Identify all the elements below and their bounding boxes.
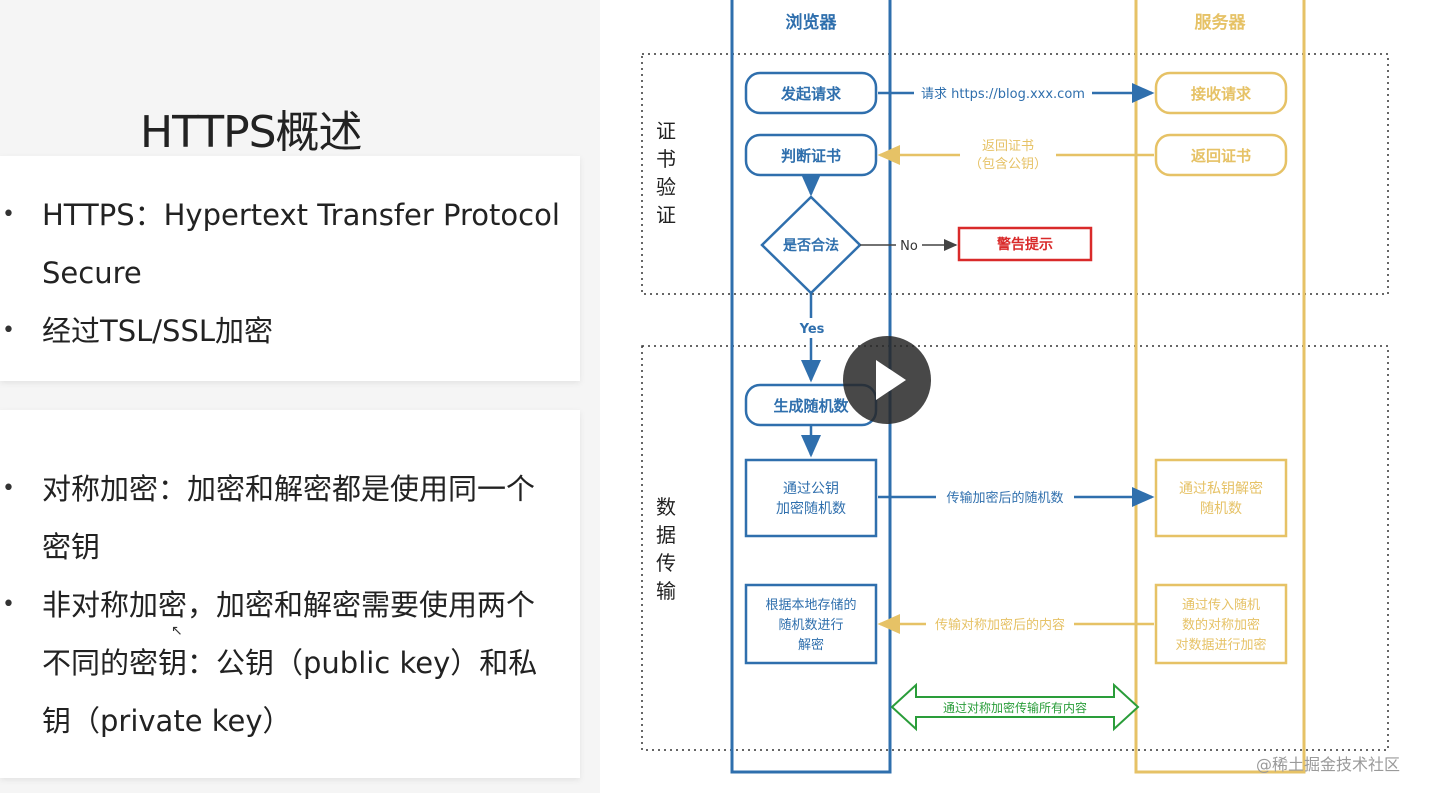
server-encrypt-text-2: 数的对称加密 xyxy=(1182,617,1260,633)
bullet-tls-ssl: 经过TSL/SSL加密 xyxy=(0,302,562,360)
data-section-label-1: 数 xyxy=(656,495,676,519)
yes-label: Yes xyxy=(799,322,825,337)
client-decrypt-text-2: 随机数进行 xyxy=(778,618,843,633)
bidirectional-arrow xyxy=(890,682,1140,732)
cert-section-label-4: 证 xyxy=(656,203,676,227)
encrypt-random-box xyxy=(744,458,878,538)
encryption-card: 对称加密：加密和解密都是使用同一个密钥 非对称加密，加密和解密需要使用两个不同的… xyxy=(0,410,580,778)
no-label: No xyxy=(900,239,918,254)
encryption-bullets: 对称加密：加密和解密都是使用同一个密钥 非对称加密，加密和解密需要使用两个不同的… xyxy=(0,460,562,750)
cert-section-frame xyxy=(641,53,1389,295)
cert-section-label-3: 验 xyxy=(656,175,676,199)
return-cert-box xyxy=(1154,133,1288,177)
server-decrypt-box xyxy=(1154,458,1288,538)
encrypt-random-text-1: 通过公钥 xyxy=(783,481,839,497)
bullet-asymmetric: 非对称加密，加密和解密需要使用两个不同的密钥：公钥（public key）和私钥… xyxy=(0,576,562,750)
server-encrypt-text-1: 通过传入随机 xyxy=(1182,598,1260,613)
bullet-https-definition: HTTPS：Hypertext Transfer Protocol Secure xyxy=(0,186,562,302)
overview-bullets: HTTPS：Hypertext Transfer Protocol Secure… xyxy=(0,186,562,360)
request-label: 请求 https://blog.xxx.com xyxy=(921,87,1085,102)
send-request-text: 发起请求 xyxy=(780,85,842,103)
return-cert-text: 返回证书 xyxy=(1191,147,1251,165)
bidirectional-label: 通过对称加密传输所有内容 xyxy=(943,700,1087,715)
encrypt-random-text-2: 加密随机数 xyxy=(776,500,846,517)
client-decrypt-text-1: 根据本地存储的 xyxy=(765,597,856,613)
client-decrypt-text-3: 解密 xyxy=(798,637,824,653)
bullet-symmetric: 对称加密：加密和解密都是使用同一个密钥 xyxy=(0,460,562,576)
cert-section-label-1: 证 xyxy=(656,119,676,143)
send-request-box xyxy=(744,71,878,115)
server-encrypt-text-3: 对数据进行加密 xyxy=(1175,637,1266,653)
data-section-label-4: 输 xyxy=(656,579,676,603)
judge-cert-text: 判断证书 xyxy=(781,147,841,165)
generate-random-text: 生成随机数 xyxy=(773,397,849,415)
client-decrypt-box xyxy=(744,583,878,665)
data-section-frame xyxy=(641,345,1389,751)
server-lane-label: 服务器 xyxy=(1195,12,1247,33)
transfer-random-label: 传输加密后的随机数 xyxy=(946,490,1063,506)
cert-section-label-2: 书 xyxy=(656,147,676,171)
server-lane xyxy=(1134,0,1306,774)
browser-lane-label: 浏览器 xyxy=(786,12,838,33)
receive-request-box xyxy=(1154,71,1288,115)
return-cert-label-2: （包含公钥） xyxy=(969,156,1047,172)
server-decrypt-text-1: 通过私钥解密 xyxy=(1179,480,1263,497)
overview-card: HTTPS：Hypertext Transfer Protocol Secure… xyxy=(0,156,580,381)
sym-content-label: 传输对称加密后的内容 xyxy=(935,617,1065,633)
slide-title: HTTPS概述 xyxy=(140,107,363,158)
flowchart-svg: 浏览器 服务器 证 书 验 证 数 据 传 输 发起请求 请求 https://… xyxy=(641,0,1389,774)
warning-box xyxy=(957,226,1093,262)
decision-text: 是否合法 xyxy=(783,237,839,254)
mouse-cursor-icon: ↖ xyxy=(171,623,183,639)
watermark: @稀土掘金技术社区 xyxy=(1256,755,1401,774)
server-encrypt-box xyxy=(1154,583,1288,665)
https-flowchart: 浏览器 服务器 证 书 验 证 数 据 传 输 发起请求 请求 https://… xyxy=(600,0,1438,793)
return-cert-label-1: 返回证书 xyxy=(982,139,1034,154)
data-section-label-3: 传 xyxy=(656,551,676,575)
warning-text: 警告提示 xyxy=(997,236,1053,253)
server-decrypt-text-2: 随机数 xyxy=(1200,501,1242,517)
data-section-label-2: 据 xyxy=(656,523,676,547)
slide-panel: HTTPS概述 HTTPS：Hypertext Transfer Protoco… xyxy=(0,0,600,793)
receive-request-text: 接收请求 xyxy=(1191,85,1252,103)
play-icon[interactable] xyxy=(843,336,931,424)
